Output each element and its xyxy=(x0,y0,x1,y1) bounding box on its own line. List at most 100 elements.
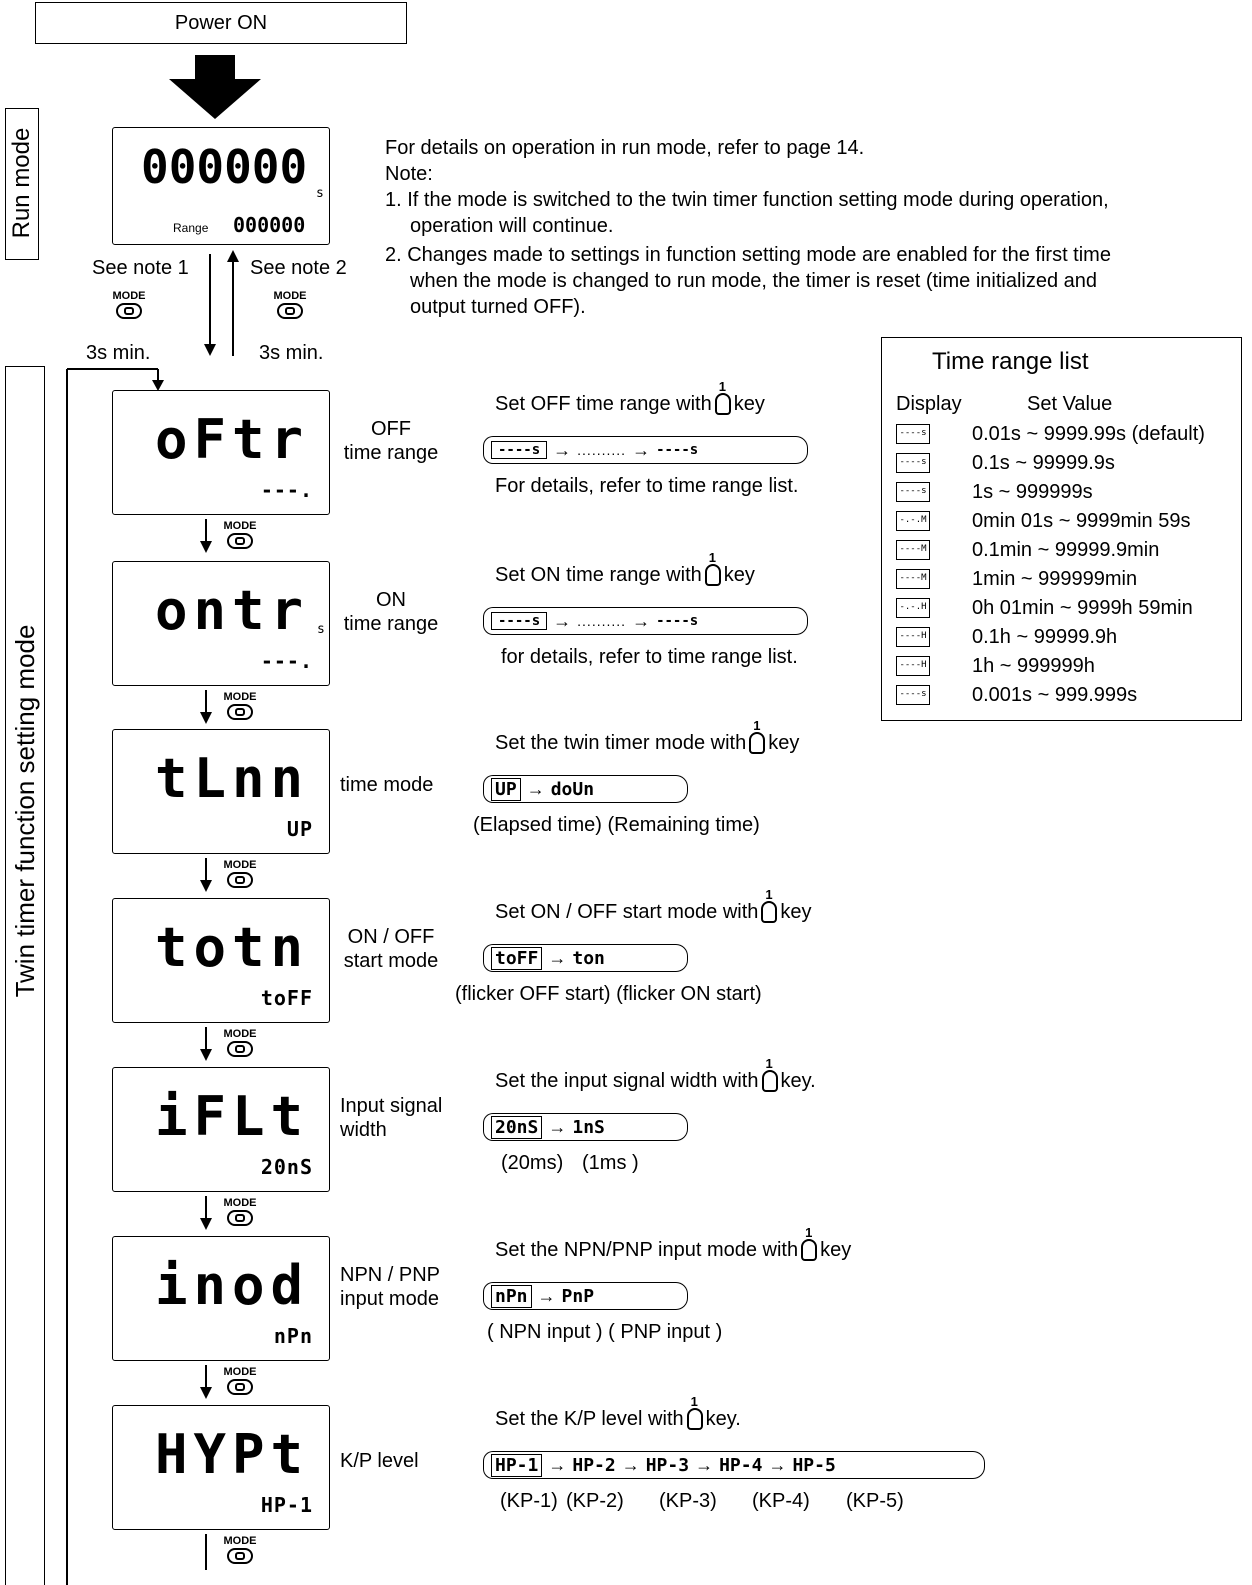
mode-button[interactable]: MODE xyxy=(220,1366,260,1395)
mode-button-right[interactable]: MODE xyxy=(270,290,310,319)
mode-key-icon xyxy=(277,303,303,319)
run-display-unit: s xyxy=(316,186,326,201)
mode-button[interactable]: MODE xyxy=(220,691,260,720)
step-label-line2: time range xyxy=(343,613,439,635)
range-display-icon: ----s xyxy=(896,685,930,705)
mode-key-icon xyxy=(227,1041,253,1057)
cycle-dots: .......... xyxy=(577,442,627,458)
arrow-right-icon: → xyxy=(632,610,651,631)
step-display: oFtr---. xyxy=(112,390,330,515)
step-label-line1: ON xyxy=(376,589,406,611)
arrow-right-icon: → xyxy=(548,1454,567,1475)
mode-key-label: MODE xyxy=(223,1197,257,1209)
cycle-row: ----s→..........→----s xyxy=(491,609,705,633)
step-label-line1: NPN / PNP xyxy=(340,1264,441,1286)
arrow-right-icon: → xyxy=(537,1285,556,1306)
cycle-loop xyxy=(493,1113,688,1141)
step-footnote: (flicker OFF start) (flicker ON start) xyxy=(455,983,762,1005)
arrow-right-icon: → xyxy=(621,1454,640,1475)
step-instruction-text: Set ON / OFF start mode with xyxy=(495,901,759,923)
step-instruction: Set ON / OFF start mode withkey xyxy=(495,883,812,924)
mode-button[interactable]: MODE xyxy=(220,1197,260,1226)
step-label-line2: input mode xyxy=(340,1288,439,1310)
cycle-loop xyxy=(493,944,688,972)
time-range-col-display: Display xyxy=(896,393,962,415)
step-label-line1: Input signal xyxy=(340,1095,443,1117)
key-1-icon[interactable] xyxy=(761,883,778,923)
note-2b: when the mode is changed to run mode, th… xyxy=(410,270,1098,292)
run-display-range-label: Range xyxy=(173,221,209,235)
down-arrow xyxy=(199,858,213,894)
key-1-icon[interactable] xyxy=(714,375,731,415)
step-instruction: Set the NPN/PNP input mode withkey xyxy=(495,1221,851,1262)
step-label-line1: time mode xyxy=(340,774,434,796)
step-display-sub: nPn xyxy=(273,1324,313,1348)
step-display-sub: 20nS xyxy=(260,1155,313,1179)
down-arrow xyxy=(199,1365,213,1401)
mode-button[interactable]: MODE xyxy=(220,1028,260,1057)
step-instruction: Set the twin timer mode withkey xyxy=(495,714,799,755)
arrow-right-icon: → xyxy=(548,1116,567,1137)
run-mode-box xyxy=(5,108,39,260)
mode-key-icon xyxy=(227,704,253,720)
range-set-value: 0.1min ~ 99999.9min xyxy=(972,538,1160,561)
time-range-row: ----M 0.1min ~ 99999.9min xyxy=(896,538,1159,562)
step-display-main: tLnn xyxy=(155,747,310,810)
power-on-arrow xyxy=(169,55,261,119)
key-1-icon[interactable] xyxy=(761,1052,778,1092)
mode-key-icon xyxy=(227,1210,253,1226)
step-instruction: Set the input signal width withkey. xyxy=(495,1052,816,1093)
time-range-col-value: Set Value xyxy=(1027,393,1113,415)
mode-key-label: MODE xyxy=(223,1535,257,1547)
mode-button[interactable]: MODE xyxy=(220,1535,260,1564)
range-set-value: 1h ~ 999999h xyxy=(972,654,1095,677)
step-display-sub: HP-1 xyxy=(260,1493,313,1517)
cycle-option: ton xyxy=(572,947,605,969)
step-display: ontr---.s xyxy=(112,561,330,686)
arrow-right-icon: → xyxy=(526,778,545,799)
step-footnote-item: (KP-4) xyxy=(752,1490,810,1512)
key-1-icon[interactable] xyxy=(749,714,766,754)
mode-button-left[interactable]: MODE xyxy=(109,290,149,319)
range-display-icon: -.-.H xyxy=(896,598,930,618)
time-range-list-title: Time range list xyxy=(932,348,1089,375)
range-display-icon: ----M xyxy=(896,540,930,560)
cycle-loop xyxy=(493,436,808,464)
setting-mode-label: Twin timer function setting mode xyxy=(10,624,40,998)
mode-button[interactable]: MODE xyxy=(220,520,260,549)
range-set-value: 1s ~ 999999s xyxy=(972,480,1093,503)
cycle-row: 20nS→1nS xyxy=(491,1115,611,1139)
step-label: K/P level xyxy=(340,1449,450,1473)
step-display-sub: UP xyxy=(286,817,313,841)
mode-key-label: MODE xyxy=(223,520,257,532)
mode-button[interactable]: MODE xyxy=(220,859,260,888)
step-instruction-text: Set the K/P level with xyxy=(495,1408,684,1430)
step-label-line2: start mode xyxy=(343,950,439,972)
arrow-right-icon: → xyxy=(632,439,651,460)
step-instruction-key-word: key. xyxy=(780,1070,816,1092)
min-3s-left: 3s min. xyxy=(86,342,151,364)
cycle-option: HP-2 xyxy=(572,1454,616,1476)
step-footnote: ( NPN input ) ( PNP input ) xyxy=(487,1321,723,1343)
step-instruction-text: Set OFF time range with xyxy=(495,393,712,415)
step-footnote: For details, refer to time range list. xyxy=(495,475,799,497)
step-instruction-key-word: key. xyxy=(705,1408,741,1430)
key-1-icon[interactable] xyxy=(704,546,721,586)
step-label-line2: width xyxy=(340,1119,387,1141)
cycle-row: toFF→ton xyxy=(491,946,611,970)
cycle-option: UP xyxy=(491,777,521,801)
step-label-line1: K/P level xyxy=(340,1450,419,1472)
mode-key-label: MODE xyxy=(273,290,307,302)
setting-mode-box xyxy=(5,366,45,1585)
key-1-icon[interactable] xyxy=(686,1390,703,1430)
arrow-right-icon: → xyxy=(553,439,572,460)
cycle-last: ----s xyxy=(656,442,699,458)
key-1-icon[interactable] xyxy=(801,1221,818,1261)
mode-key-label: MODE xyxy=(112,290,146,302)
